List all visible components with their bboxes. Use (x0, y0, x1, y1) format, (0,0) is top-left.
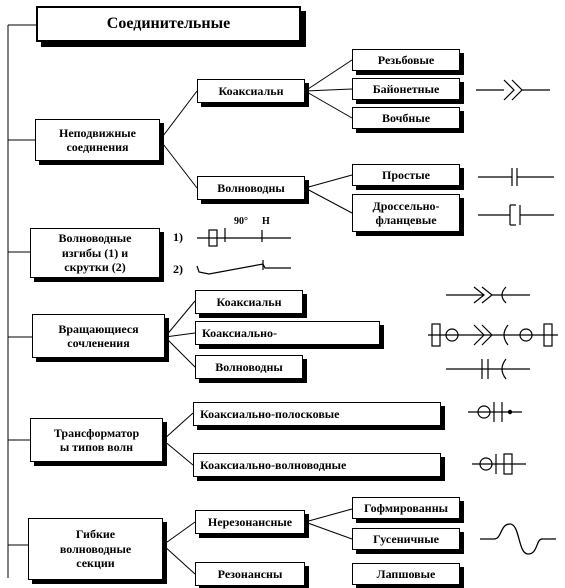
threaded-node: Резьбовые (352, 49, 460, 71)
flexible-section-symbol (480, 523, 556, 555)
wave-transformers-node: Трансформатор ы типов волн (30, 418, 163, 462)
flexible-sections-node: Гибкие волноводные секции (28, 518, 163, 580)
waveguide-bend-symbol (197, 228, 291, 247)
bolt-node: Вочбные (352, 107, 460, 129)
rotary-coaxial-symbol (446, 286, 530, 304)
choke-flange-symbol (478, 204, 554, 226)
twist-marker: 2) (173, 262, 183, 276)
coax-waveguide-transformer-symbol (472, 453, 526, 475)
fixed-waveguide-node: Волноводны (197, 176, 305, 200)
choke-flange-node: Дроссельно- фланцевые (352, 194, 460, 232)
simple-joint-symbol (478, 168, 554, 186)
coax-waveguide-node: Коаксиально-волноводные (193, 453, 441, 477)
bends-twists-node: Волноводные изгибы (1) и скрутки (2) (30, 228, 160, 278)
waveguide-twist-symbol (196, 260, 291, 275)
coax-strip-transformer-symbol (468, 402, 522, 422)
nonresonant-node: Нерезонансные (195, 510, 305, 534)
rotary-coaxial-node: Коаксиальн (195, 290, 303, 314)
page-title: Соединительные (36, 6, 301, 42)
rotary-joints-node: Вращающиеся сочленения (32, 314, 165, 358)
resonant-node: Резонансны (195, 562, 305, 586)
caterpillar-node: Гусеничные (352, 528, 460, 550)
corrugated-node: Гофмированны (352, 497, 460, 519)
fixed-coaxial-node: Коаксиальн (197, 79, 305, 103)
simple-node: Простые (352, 164, 460, 186)
rotary-coax-waveguide-symbol (428, 323, 558, 347)
rotary-waveguide-node: Волноводны (195, 355, 303, 379)
coax-strip-node: Коаксиально-полосковые (193, 402, 441, 426)
fixed-joints-node: Неподвижные соединения (35, 119, 160, 161)
rotary-coax-waveguide-node: Коаксиально- (195, 321, 380, 345)
coaxial-connector-symbol (476, 79, 550, 101)
bayonet-node: Байонетные (352, 78, 460, 100)
bend-h-label: H (262, 216, 270, 227)
bend-angle-label: 90° (234, 216, 248, 227)
bend-marker: 1) (173, 230, 183, 244)
rotary-waveguide-symbol (446, 358, 530, 380)
leaf-node: Лапшовые (352, 563, 460, 585)
